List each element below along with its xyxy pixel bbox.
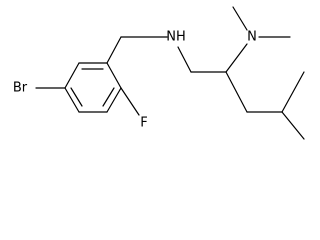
molecule-canvas: Br F NH N [13, 6, 305, 140]
ring-bond-2 [106, 62, 122, 89]
ch-to-n-bond [225, 43, 248, 73]
ch-to-methyl-down-bond [281, 111, 305, 140]
dimethylamino-nitrogen-label: N [247, 30, 257, 45]
amine-label: NH [166, 30, 186, 45]
ch-to-methyl-up-bond [281, 71, 305, 113]
ch-to-ch2-tail-bond [225, 71, 248, 113]
bromine-label: Br [13, 81, 28, 96]
structure-diagram: Br F NH N [13, 6, 305, 140]
ring-bond-5 [64, 87, 80, 113]
ring-bond-3 [106, 87, 122, 113]
nh-to-ch2-bond [177, 46, 192, 73]
n-to-methyl-left-bond [232, 6, 248, 31]
ring-bond-6 [64, 62, 80, 89]
benzene-ring [64, 62, 122, 113]
ring-to-f-bond [120, 87, 140, 116]
fluorine-label: F [140, 116, 147, 131]
ring-to-ch2-bond [106, 36, 122, 64]
ring-double-bond-b [102, 87, 115, 107]
ring-double-bond-c [70, 87, 83, 107]
